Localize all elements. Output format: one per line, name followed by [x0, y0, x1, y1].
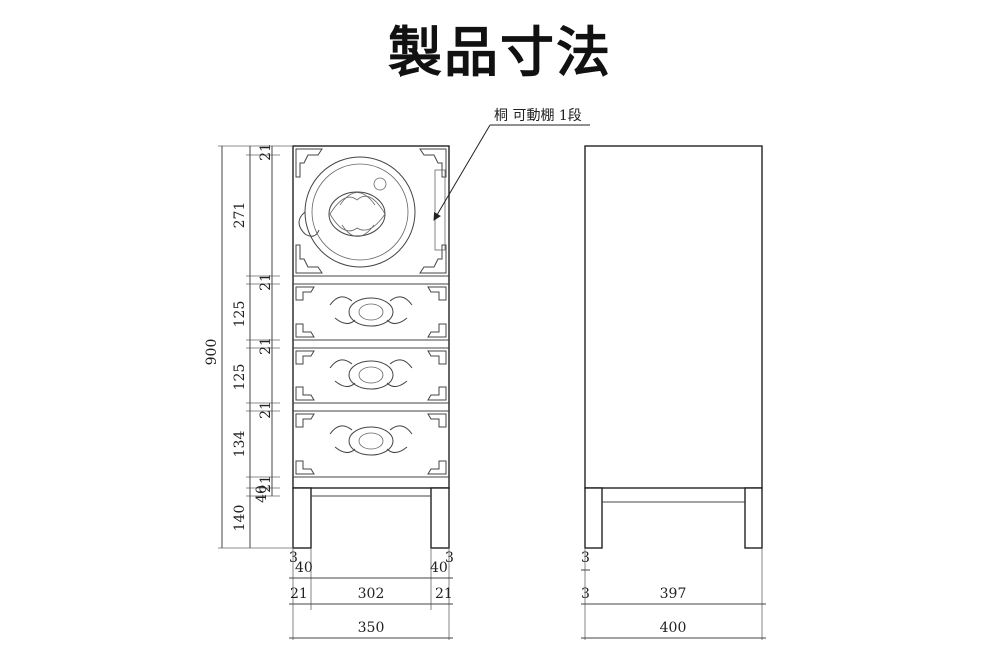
front-view: [292, 145, 450, 549]
dimension-label: 134: [232, 431, 248, 458]
door-corner-fittings: [295, 148, 447, 274]
left-leg: [292, 487, 312, 549]
dimension-label: 21: [258, 337, 274, 355]
dimension-label: 302: [358, 586, 385, 602]
side-horizontal-dimensions: 3 3 397 400: [581, 548, 766, 640]
dimension-label: 21: [435, 586, 453, 602]
dimension-label: 21: [258, 143, 274, 161]
dimension-label: 3: [581, 586, 590, 602]
dimension-label: 21: [258, 401, 274, 419]
dim-total-depth: 400: [660, 620, 687, 636]
dimension-label: 40: [254, 485, 270, 503]
dimension-label: 140: [232, 505, 248, 532]
door-ornament: [298, 156, 416, 268]
dimension-label: 125: [232, 301, 248, 328]
side-body: [584, 145, 763, 489]
dimension-label: 21: [258, 475, 274, 493]
dim-total-width: 350: [358, 620, 385, 636]
dimension-label: 3: [445, 550, 454, 566]
dimension-label: 3: [581, 550, 590, 566]
dim-total-height: 900: [204, 339, 220, 366]
dimension-label: 40: [295, 560, 313, 576]
dimension-label: 40: [430, 560, 448, 576]
cabinet-body: [292, 145, 450, 489]
side-front-leg: [584, 487, 603, 549]
side-view: [584, 145, 763, 549]
shelf-note: 桐 可動棚 1段: [494, 108, 582, 124]
dimension-label: 21: [258, 273, 274, 291]
dimension-label: 3: [289, 550, 298, 566]
dimension-label: 21: [290, 586, 308, 602]
front-horizontal-dimensions: 3 40 40 3 21 302 21 350: [289, 548, 454, 640]
note-leader: [433, 124, 491, 221]
drawer-corner-fittings: [295, 286, 447, 475]
side-back-leg: [744, 487, 763, 549]
drawer-pull-3: [329, 425, 413, 456]
dimension-label: 271: [232, 202, 248, 229]
page-title: 製品寸法: [388, 20, 612, 84]
dimension-label: 125: [232, 364, 248, 391]
drawer-pull-2: [329, 359, 413, 390]
front-vertical-dimensions: 900 21 271 21 125 21 125 21 134 21 40 14…: [204, 143, 293, 549]
dimension-label: 397: [660, 586, 687, 602]
right-leg: [430, 487, 450, 549]
drawer-pull-1: [329, 296, 413, 327]
